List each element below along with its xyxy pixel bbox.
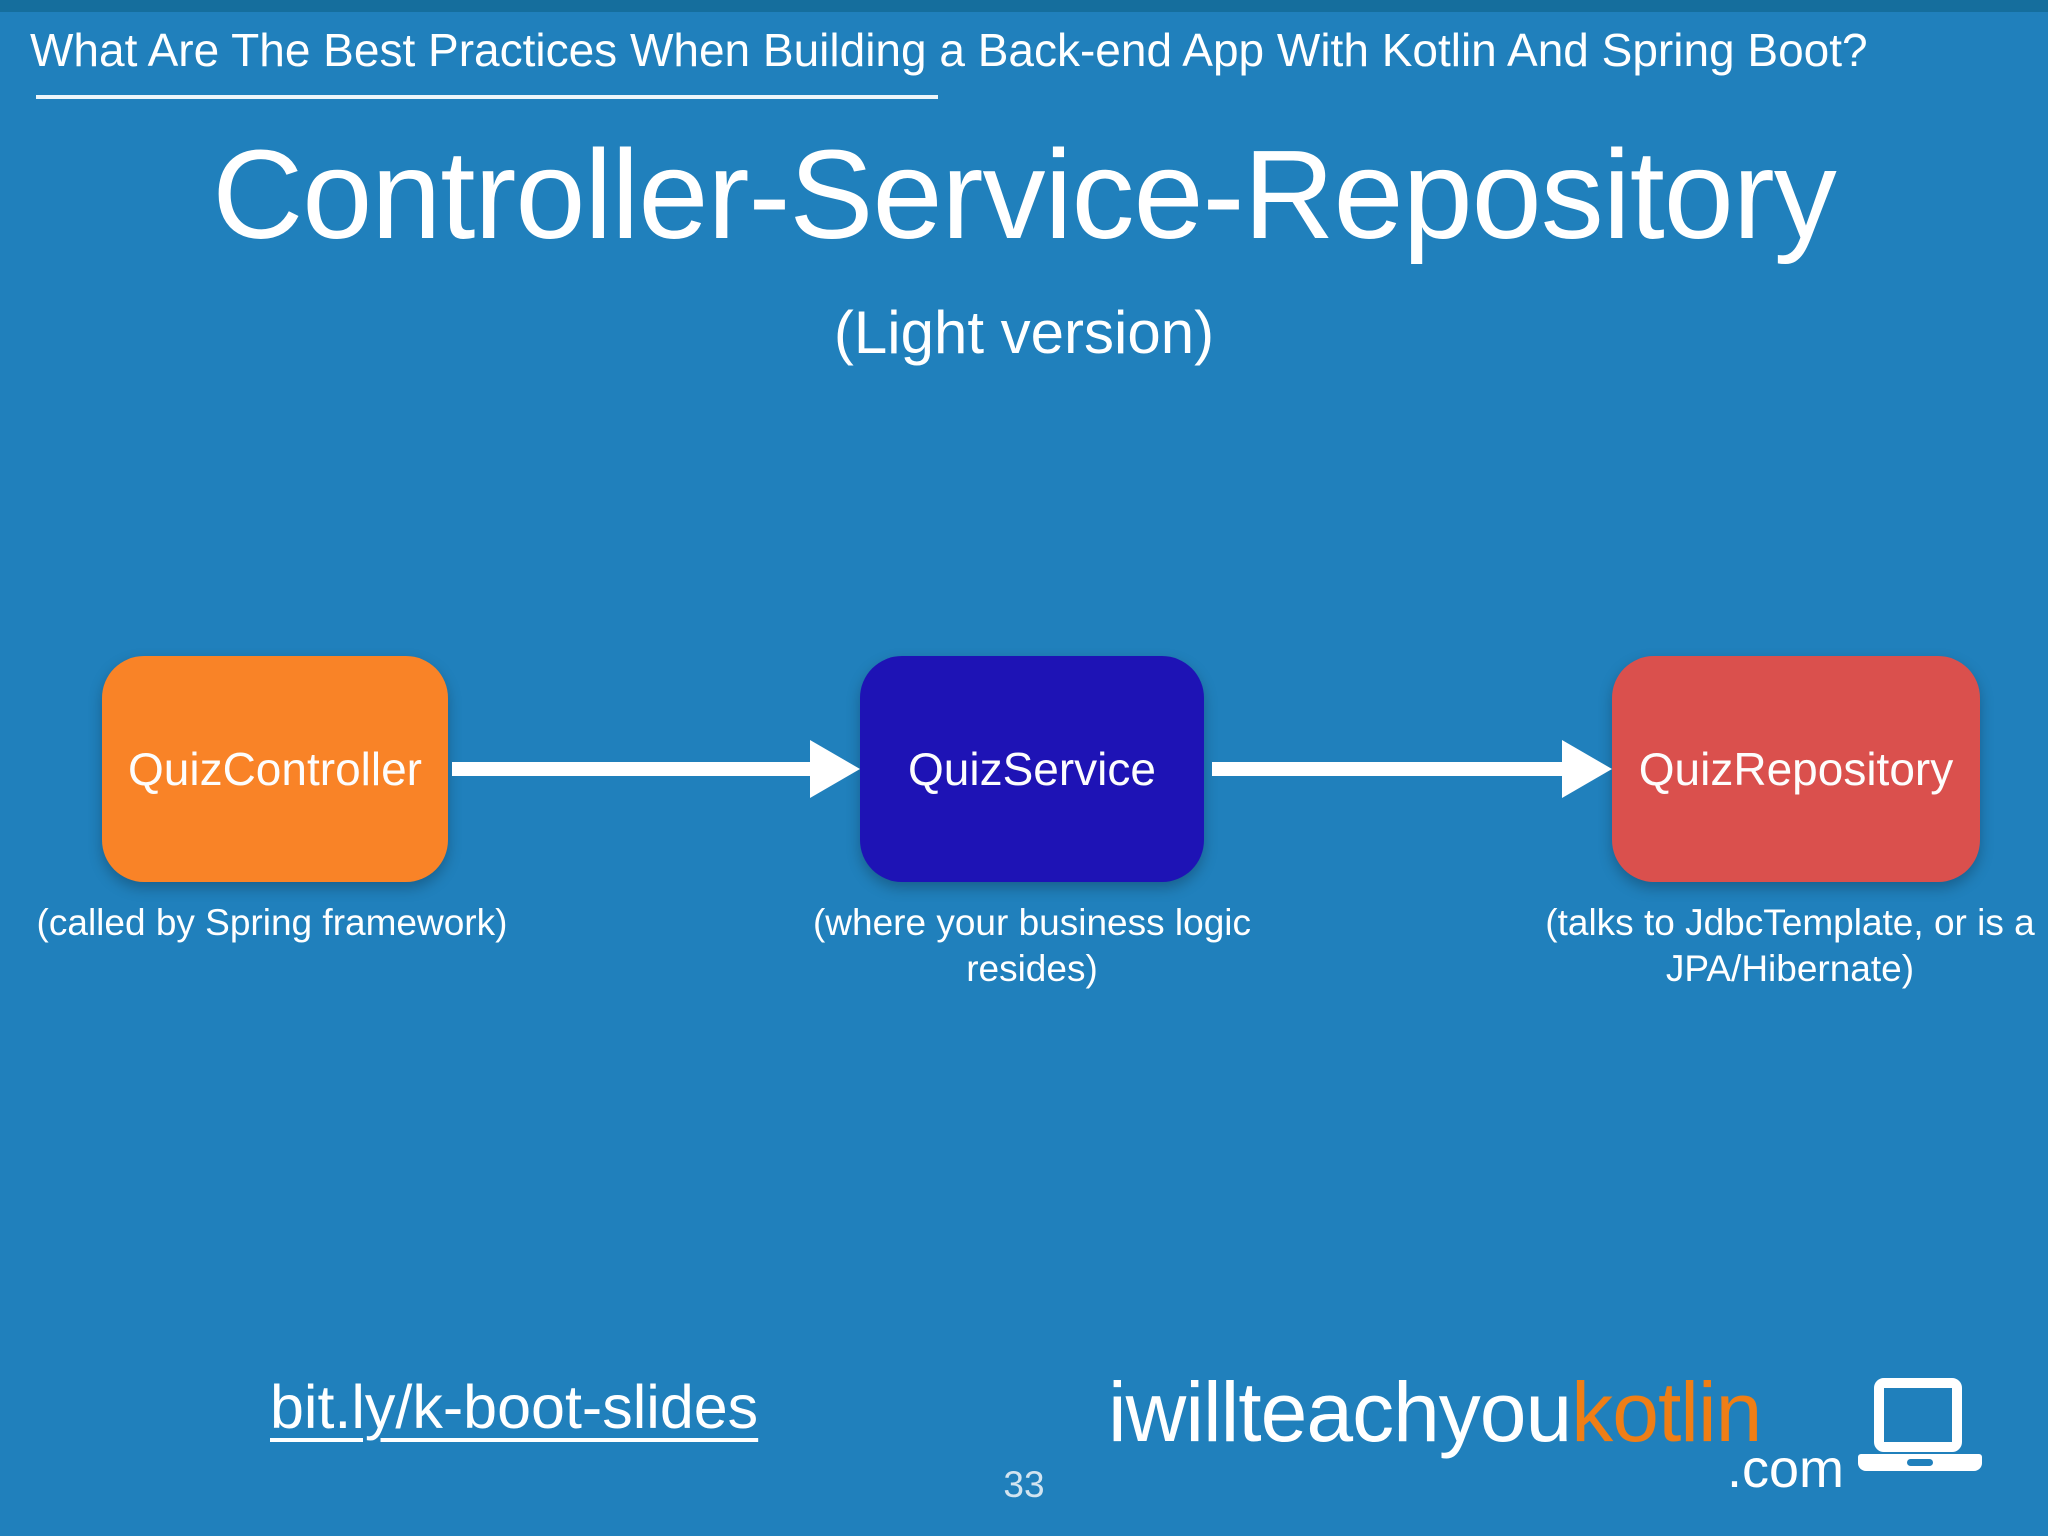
page-title: Controller-Service-Repository xyxy=(212,124,1837,265)
caption-line: resides) xyxy=(966,948,1098,989)
caption-quizrepository: (talks to JdbcTemplate, or is a JPA/Hibe… xyxy=(1530,900,2048,992)
caption-quizservice: (where your business logic resides) xyxy=(812,900,1252,992)
brand-logo: iwillteachyoukotlin xyxy=(1108,1364,1762,1461)
caption-line: (where your business logic xyxy=(812,902,1252,943)
node-quizrepository-label: QuizRepository xyxy=(1638,743,1954,795)
node-quizservice: QuizService xyxy=(860,656,1204,882)
node-quizcontroller-label: QuizController xyxy=(128,743,422,795)
slides-link[interactable]: bit.ly/k-boot-slides xyxy=(270,1373,759,1441)
laptop-icon-screen xyxy=(1874,1378,1962,1452)
arrow-service-to-repository xyxy=(1212,762,1564,776)
caption-line: (talks to JdbcTemplate, or is a xyxy=(1545,902,2035,943)
laptop-icon-base xyxy=(1858,1454,1982,1471)
laptop-icon xyxy=(1858,1378,1982,1474)
arrow-controller-to-service-head xyxy=(810,740,860,798)
node-quizcontroller: QuizController xyxy=(102,656,448,882)
caption-line: JPA/Hibernate) xyxy=(1665,948,1915,989)
node-quizservice-label: QuizService xyxy=(908,743,1156,795)
brand-logo-tld: .com xyxy=(1726,1439,1844,1499)
header-title: What Are The Best Practices When Buildin… xyxy=(30,24,1868,76)
top-strip xyxy=(0,0,2048,12)
header-underline xyxy=(36,95,938,99)
brand-logo-white-part: iwillteachyou xyxy=(1108,1365,1572,1459)
brand-logo-orange-part: kotlin xyxy=(1571,1365,1762,1459)
node-quizrepository: QuizRepository xyxy=(1612,656,1980,882)
page-subtitle: (Light version) xyxy=(833,299,1215,366)
page-number: 33 xyxy=(1003,1464,1045,1505)
laptop-icon-notch xyxy=(1907,1459,1933,1466)
caption-quizcontroller: (called by Spring framework) xyxy=(32,900,512,946)
arrow-controller-to-service xyxy=(452,762,812,776)
caption-line: (called by Spring framework) xyxy=(36,902,508,943)
arrow-service-to-repository-head xyxy=(1562,740,1612,798)
